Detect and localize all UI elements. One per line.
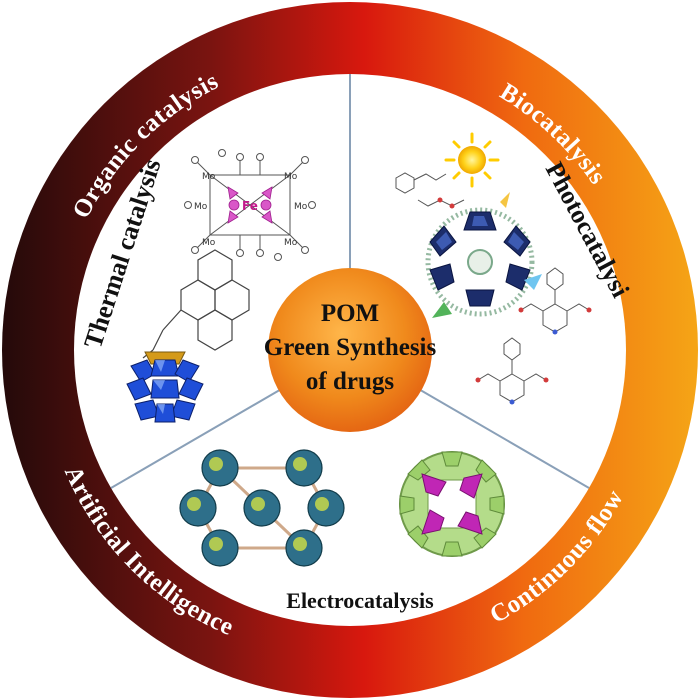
sector-label-electrocatalysis: Electrocatalysis <box>286 588 434 613</box>
sun-icon <box>444 132 500 188</box>
molecule-icon <box>395 172 465 209</box>
mo-label: Mo <box>284 172 298 182</box>
mo-label: Mo <box>284 238 298 248</box>
center-title-line-3: of drugs <box>306 368 394 395</box>
framework-lattice-icon <box>179 449 345 567</box>
divider-bottom-right <box>409 383 590 489</box>
mo-fe-molecule-icon: Mo Mo Mo Mo Mo Mo Fe <box>184 149 316 261</box>
mo-label: Mo <box>294 202 308 212</box>
center-title-line-1: POM <box>321 300 379 327</box>
center-title-line-2: Green Synthesis <box>264 334 437 361</box>
mo-label: Mo <box>194 202 208 212</box>
polyoxometalate-cluster-icon <box>126 351 204 423</box>
pyrene-molecule-icon <box>142 249 250 359</box>
sector-dividers <box>110 74 590 489</box>
divider-bottom-left <box>110 383 291 489</box>
pyridine-molecule-icon <box>475 337 549 405</box>
polyoxometalate-wheel-icon <box>399 451 505 557</box>
dihydropyridine-molecule-icon <box>518 267 592 335</box>
fe-label: Fe <box>242 199 258 213</box>
center-circle <box>268 268 432 432</box>
photocatalyst-rosette-icon <box>425 192 542 318</box>
mo-label: Mo <box>202 172 216 182</box>
center-hub: POM Green Synthesis of drugs <box>264 268 437 432</box>
mo-label: Mo <box>202 238 216 248</box>
